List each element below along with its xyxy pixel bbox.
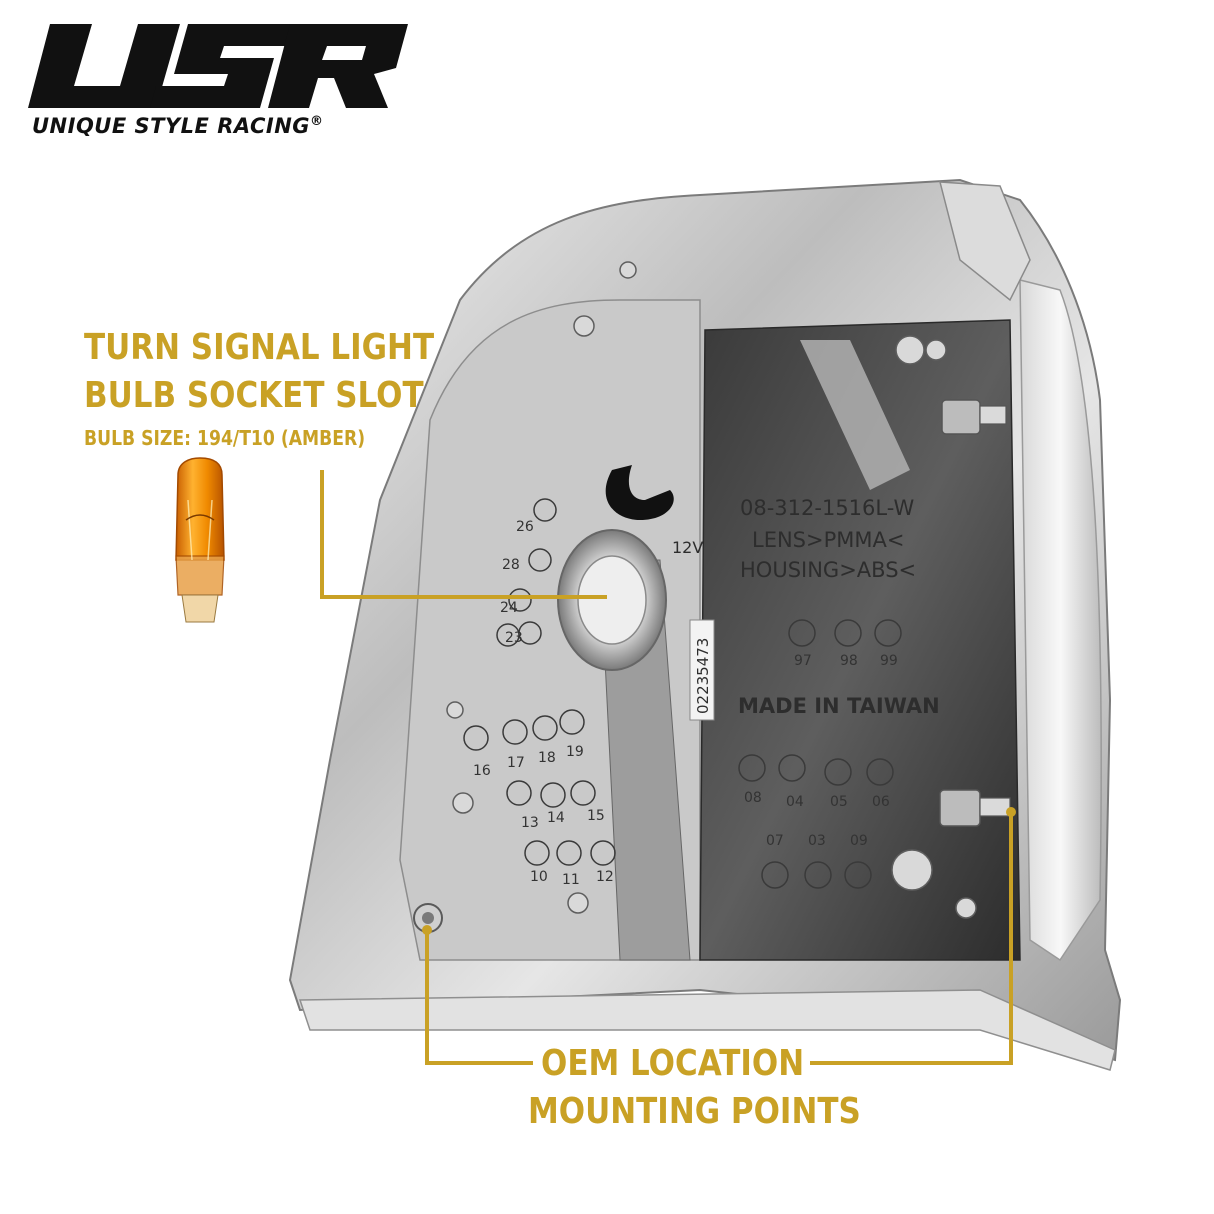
brand-tagline: UNIQUE STYLE RACING® bbox=[32, 114, 324, 138]
cavity-label: 10 bbox=[530, 869, 548, 885]
cavity-label: 13 bbox=[521, 815, 539, 831]
cavity-label: 08 bbox=[744, 790, 762, 806]
voltage-marking: 12V bbox=[672, 538, 703, 557]
socket-leader-line bbox=[320, 470, 607, 599]
cavity-label: 24 bbox=[500, 600, 518, 616]
cavity-label: 09 bbox=[850, 833, 868, 849]
cavity-label: 04 bbox=[786, 794, 804, 810]
usr-logo-mark bbox=[28, 24, 408, 108]
cavity-label: 15 bbox=[587, 808, 605, 824]
bulb-socket-title-line2: BULB SOCKET SLOT bbox=[84, 375, 424, 416]
lens-edge bbox=[1019, 279, 1102, 962]
tagline-text: UNIQUE STYLE RACING bbox=[32, 114, 311, 138]
serial-sticker: 02235473 bbox=[689, 619, 715, 721]
lens-material: LENS>PMMA< bbox=[752, 528, 904, 552]
svg-text:02235473: 02235473 bbox=[694, 638, 712, 714]
cavity-labels-left: 26 28 24 23 16 17 18 19 13 14 15 10 11 1… bbox=[473, 519, 614, 888]
cavity-label: 16 bbox=[473, 763, 491, 779]
cavity-label: 26 bbox=[516, 519, 534, 535]
registered-mark: ® bbox=[310, 114, 324, 129]
cavity-label: 12 bbox=[596, 869, 614, 885]
screw-bosses bbox=[446, 261, 977, 919]
left-mount-leader-line bbox=[425, 930, 533, 1065]
cavity-label: 98 bbox=[840, 653, 858, 669]
right-mount-dot bbox=[1006, 807, 1016, 817]
cavity-label: 99 bbox=[880, 653, 898, 669]
cavity-label: 97 bbox=[794, 653, 812, 669]
reflector-strip bbox=[800, 340, 910, 490]
cavity-label: 19 bbox=[566, 744, 584, 760]
cavity-label: 28 bbox=[502, 557, 520, 573]
right-mount-leader-line bbox=[810, 812, 1013, 1065]
cavity-label: 06 bbox=[872, 794, 890, 810]
cavity-label: 07 bbox=[766, 833, 784, 849]
cavity-label: 17 bbox=[507, 755, 525, 771]
cavity-label: 03 bbox=[808, 833, 826, 849]
cavity-markers bbox=[463, 498, 902, 889]
mounting-title-line2: MOUNTING POINTS bbox=[528, 1091, 861, 1132]
mounting-stud-top-right bbox=[941, 399, 1007, 435]
origin-marking: MADE IN TAIWAN bbox=[738, 694, 940, 718]
bottom-lip bbox=[298, 989, 1116, 1071]
part-number: 08-312-1516L-W bbox=[740, 496, 914, 520]
mounting-stud-right bbox=[939, 789, 1011, 827]
cavity-label: 11 bbox=[562, 872, 580, 888]
mounting-title-line1: OEM LOCATION bbox=[541, 1043, 805, 1084]
socket-opening bbox=[577, 555, 647, 645]
bulb-size-subtitle: BULB SIZE: 194/T10 (AMBER) bbox=[84, 426, 366, 450]
cavity-label: 14 bbox=[547, 810, 565, 826]
cavity-label: 05 bbox=[830, 794, 848, 810]
left-mount-dot bbox=[422, 925, 432, 935]
bulb-socket-title-line1: TURN SIGNAL LIGHT bbox=[84, 327, 435, 368]
top-flange bbox=[939, 181, 1031, 302]
housing-material: HOUSING>ABS< bbox=[740, 558, 916, 582]
cavity-labels-top: 97 98 99 bbox=[794, 653, 898, 669]
rubber-grommet bbox=[605, 465, 674, 520]
cavity-labels-right: 08 04 05 06 07 03 09 bbox=[744, 790, 890, 849]
cavity-label: 23 bbox=[505, 630, 523, 646]
cavity-label: 18 bbox=[538, 750, 556, 766]
brand-logo: UNIQUE STYLE RACING® bbox=[28, 22, 418, 142]
